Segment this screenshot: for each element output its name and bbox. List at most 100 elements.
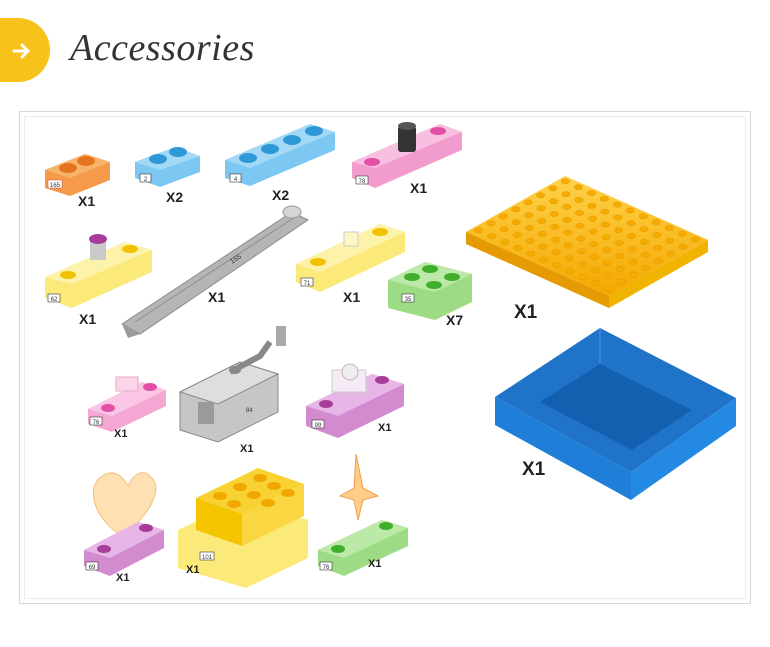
baseplate-stud [627,233,637,239]
baseplate-stud [576,235,586,242]
baseplate-stud [614,227,624,234]
baseplate-stud [562,204,572,210]
baseplate-stud [552,262,562,269]
baseplate-stud [603,272,613,279]
svg-text:78: 78 [359,179,366,185]
qty-label: X1 [514,302,538,323]
accessories-panel: 165 2 4 78 62 [19,111,751,604]
baseplate-stud [626,220,636,227]
baseplate-stud [613,214,623,221]
green-star-brick: 76 [318,453,408,576]
qty-label: X1 [343,289,361,305]
blue-brick-long: 4 [225,124,335,186]
svg-text:76: 76 [93,420,100,426]
svg-text:2: 2 [144,177,148,183]
baseplate-stud [587,203,597,209]
gray-crank-block: 84 [178,326,286,443]
baseplate-stud [653,244,663,251]
baseplate-stud [601,234,611,241]
baseplate-stud [560,178,570,185]
baseplate-stud [602,260,612,266]
baseplate-stud [639,226,649,232]
yellow-stacked-box: 101 [178,468,308,588]
qty-label: X1 [186,564,200,576]
qty-label: X7 [446,312,464,328]
page-title: Accessories [70,27,255,69]
baseplate-stud [589,254,599,260]
baseplate-stud [678,243,688,250]
svg-text:84: 84 [246,408,253,414]
baseplate-stud [577,261,587,267]
svg-text:99: 99 [315,423,322,429]
qty-label: X1 [240,443,254,455]
baseplate-stud [625,207,635,214]
baseplate-stud [498,213,508,220]
baseplate-stud [536,192,546,199]
arrow-right-icon [12,43,30,59]
baseplate-stud [511,206,521,213]
qty-label: X1 [208,289,226,305]
baseplate-stud [561,191,571,198]
header-badge [0,18,50,82]
baseplate-stud [653,257,663,264]
qty-label: X1 [79,311,97,327]
baseplate-stud [614,240,624,246]
qty-label: X1 [114,428,128,440]
baseplate-stud [666,250,676,257]
baseplate-stud [550,224,560,230]
pink-motor-brick: 78 [352,122,462,188]
baseplate-stud [627,246,637,252]
baseplate-stud [511,219,521,226]
baseplate-stud [616,278,626,285]
svg-text:4: 4 [234,177,238,183]
baseplate-stud [563,242,573,249]
gray-lever: 155 [121,205,309,338]
qty-label: X1 [522,459,546,480]
baseplate-stud [575,210,585,216]
baseplate-stud [615,253,625,259]
baseplate-stud [574,197,584,203]
baseplate-stud [487,233,497,240]
baseplate-stud [525,238,535,244]
pink-brick: 76 [88,376,166,432]
baseplate-stud [599,196,609,202]
baseplate-stud [578,274,588,280]
baseplate-stud [651,219,661,225]
baseplate-stud [564,255,574,262]
baseplate-stud [524,212,534,219]
baseplate-stud [562,217,572,223]
tag-label: 165 [50,183,61,189]
purple-module-brick: 99 [306,363,404,438]
svg-text:101: 101 [202,555,213,561]
baseplate-stud [665,237,675,244]
baseplate-stud [588,228,598,235]
baseplate-stud [602,247,612,253]
baseplate-stud [628,258,638,265]
baseplate-stud [640,251,650,258]
baseplate-stud [537,231,547,237]
baseplate-stud [499,226,509,233]
baseplate-stud [612,201,622,208]
baseplate-stud [588,215,598,222]
orange-brick: 165 [45,154,110,196]
baseplate-stud [628,271,638,278]
baseplate-stud [563,229,573,236]
qty-label: X1 [78,193,96,209]
baseplate-stud [640,239,650,245]
baseplate-stud [638,213,648,220]
baseplate-stud [664,225,674,231]
qty-label: X1 [368,558,382,570]
yellow-baseplate [466,176,708,308]
qty-label: X2 [272,187,290,203]
baseplate-stud [641,264,651,271]
baseplate-stud [549,211,559,217]
purple-heart-brick: 69 [84,472,164,576]
baseplate-stud [500,239,510,245]
green-2x2-brick: 35 [388,262,472,320]
baseplate-stud [549,198,559,205]
baseplate-stud [600,208,610,215]
baseplate-stud [690,236,700,243]
baseplate-stud [565,268,575,274]
baseplate-stud [539,256,549,263]
baseplate-stud [526,250,536,257]
